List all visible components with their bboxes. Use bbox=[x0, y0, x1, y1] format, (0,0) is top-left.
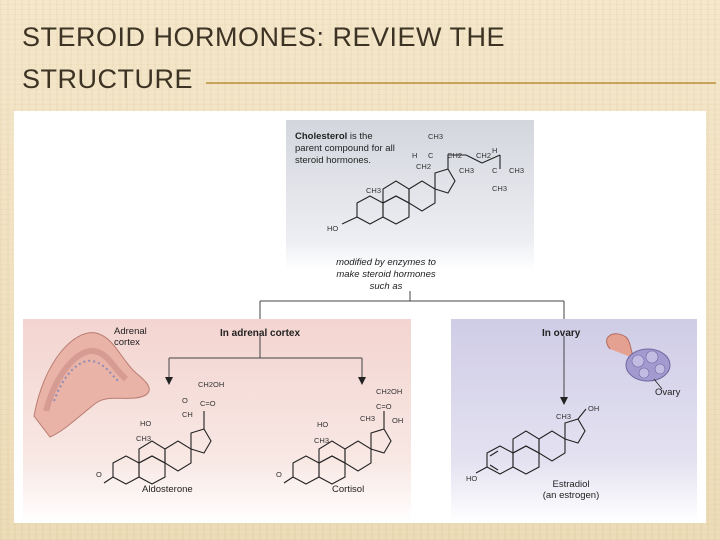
svg-text:C: C bbox=[492, 166, 498, 175]
adrenal-cortex-title: In adrenal cortex bbox=[220, 328, 301, 339]
svg-text:CH2OH: CH2OH bbox=[376, 387, 402, 396]
svg-text:CH3: CH3 bbox=[428, 132, 443, 141]
estradiol-label: Estradiol (an estrogen) bbox=[542, 479, 600, 501]
branch-connector bbox=[165, 291, 568, 405]
svg-text:OH: OH bbox=[588, 404, 599, 413]
cholesterol-caption-text: is the parent compound for all steroid h… bbox=[295, 131, 395, 166]
cholesterol-caption: Cholesterol is the parent compound for a… bbox=[295, 131, 395, 167]
estradiol-groups: OH CH3 HO bbox=[466, 404, 599, 483]
cholesterol-label: Cholesterol bbox=[295, 131, 348, 142]
svg-text:CH2OH: CH2OH bbox=[198, 380, 224, 389]
svg-text:CH3: CH3 bbox=[360, 414, 375, 423]
svg-text:HO: HO bbox=[466, 474, 477, 483]
svg-text:CH3: CH3 bbox=[509, 166, 524, 175]
svg-text:O: O bbox=[96, 470, 102, 479]
svg-text:CH3: CH3 bbox=[459, 166, 474, 175]
ovary-panel-title: In ovary bbox=[542, 328, 581, 339]
svg-text:H: H bbox=[412, 151, 417, 160]
cholesterol-groups: CH3 H C CH2 CH2 CH3 CH2 H C CH3 CH3 CH3 … bbox=[327, 132, 524, 233]
aldosterone-label: Aldosterone bbox=[142, 484, 193, 495]
svg-text:O: O bbox=[182, 396, 188, 405]
svg-text:CH: CH bbox=[182, 410, 193, 419]
svg-text:O: O bbox=[276, 470, 282, 479]
modified-by-enzymes-caption: modified by enzymes to make steroid horm… bbox=[336, 257, 436, 292]
svg-text:CH3: CH3 bbox=[314, 436, 329, 445]
svg-text:HO: HO bbox=[140, 419, 151, 428]
cortisol-structure bbox=[283, 411, 392, 485]
svg-text:C: C bbox=[428, 151, 434, 160]
svg-text:CH3: CH3 bbox=[556, 412, 571, 421]
svg-text:HO: HO bbox=[317, 420, 328, 429]
aldosterone-structure bbox=[103, 411, 212, 485]
title-underline bbox=[206, 82, 716, 84]
svg-text:HO: HO bbox=[327, 224, 338, 233]
steroid-figure: Cholesterol is the parent compound for a… bbox=[14, 111, 706, 523]
ovary-label: Ovary bbox=[655, 387, 681, 398]
cortisol-groups: CH2OH C=O OH HO CH3 CH3 O bbox=[276, 387, 403, 479]
adrenal-cortex-label: Adrenal cortex bbox=[114, 326, 147, 348]
cholesterol-panel bbox=[286, 120, 534, 270]
ovary-illustration bbox=[606, 333, 671, 390]
svg-text:C=O: C=O bbox=[200, 399, 216, 408]
svg-text:CH2: CH2 bbox=[416, 162, 431, 171]
cholesterol-structure bbox=[341, 154, 501, 225]
svg-text:OH: OH bbox=[392, 416, 403, 425]
svg-text:CH2: CH2 bbox=[447, 151, 462, 160]
cortisol-label: Cortisol bbox=[332, 484, 365, 495]
svg-text:C=O: C=O bbox=[376, 402, 392, 411]
svg-text:CH3: CH3 bbox=[492, 184, 507, 193]
adrenal-gland-illustration bbox=[33, 332, 150, 438]
slide-title: STEROID HORMONES: REVIEW THE STRUCTURE bbox=[22, 22, 506, 94]
svg-text:CH3: CH3 bbox=[366, 186, 381, 195]
svg-text:CH3: CH3 bbox=[136, 434, 151, 443]
diagram-drawing: CH3 H C CH2 CH2 CH3 CH2 H C CH3 CH3 CH3 … bbox=[33, 132, 671, 485]
svg-text:H: H bbox=[492, 146, 497, 155]
aldosterone-groups: CH2OH O C=O CH HO CH3 O bbox=[96, 380, 224, 479]
svg-text:CH2: CH2 bbox=[476, 151, 491, 160]
estradiol-structure bbox=[475, 408, 587, 475]
